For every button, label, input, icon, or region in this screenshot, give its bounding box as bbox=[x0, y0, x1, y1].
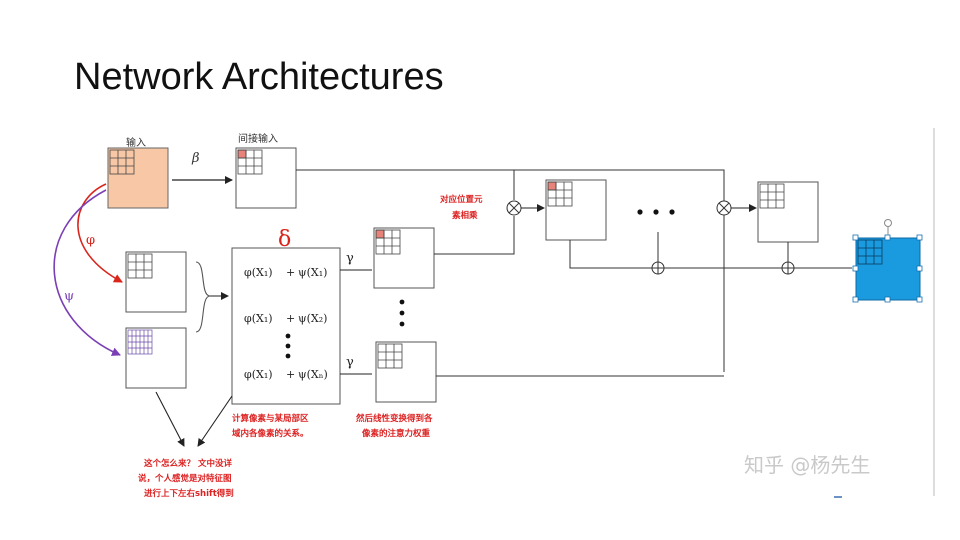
note-multiply-line2: 素相乘 bbox=[452, 210, 478, 221]
equation-dots bbox=[285, 333, 291, 359]
attention-map-1-grid bbox=[375, 229, 401, 255]
eq3-op: + bbox=[286, 368, 295, 381]
add-node-2 bbox=[781, 261, 795, 275]
delta-label: δ bbox=[278, 227, 291, 252]
weighted-maps-dots bbox=[637, 209, 675, 215]
output-selection-handles bbox=[852, 234, 923, 303]
attention-map-dots bbox=[399, 299, 405, 327]
eq1-right: ψ(X₁) bbox=[298, 266, 327, 279]
note-compute-line1: 计算像素与某局部区 bbox=[232, 413, 309, 424]
eq1-op: + bbox=[286, 266, 295, 279]
indirect-input-grid bbox=[237, 149, 263, 175]
question-arrow-right bbox=[197, 395, 233, 447]
psi-grid bbox=[127, 329, 153, 355]
note-question: 这个怎么来？ 文中没详 说，个人感觉是对特征图 进行上下左右shift得到 bbox=[138, 458, 234, 499]
note-compute: 计算像素与某局部区 域内各像素的关系。 bbox=[232, 413, 309, 439]
note-linear-line1: 然后线性变换得到各 bbox=[355, 413, 433, 424]
attention-map-n bbox=[375, 341, 437, 403]
slide-title: Network Architectures bbox=[74, 56, 444, 98]
note-question-line3: 进行上下左右shift得到 bbox=[144, 488, 234, 499]
equation-row-1: φ(X₁) + ψ(X₁) bbox=[244, 266, 327, 279]
merge-brace bbox=[195, 261, 211, 333]
note-question-line2: 说，个人感觉是对特征图 bbox=[138, 473, 232, 484]
gamma-label-bottom: γ bbox=[346, 355, 354, 370]
relation-box bbox=[231, 247, 341, 405]
eq1-left: φ(X₁) bbox=[244, 266, 273, 279]
rotate-handle bbox=[884, 219, 892, 227]
weighted-map-n bbox=[757, 181, 819, 243]
gamma-label-top: γ bbox=[346, 251, 354, 266]
equation-row-3: φ(X₁) + ψ(Xₙ) bbox=[244, 368, 328, 381]
phi-grid bbox=[127, 253, 153, 279]
equation-row-2: φ(X₁) + ψ(X₂) bbox=[244, 312, 327, 325]
weighted-map-n-grid bbox=[759, 183, 785, 209]
weighted-map-1-grid bbox=[547, 181, 573, 207]
note-linear-line2: 像素的注意力权重 bbox=[361, 428, 431, 439]
psi-arrow bbox=[53, 189, 121, 356]
output-grid bbox=[857, 239, 883, 265]
sum-line bbox=[569, 240, 852, 269]
add-node-1 bbox=[651, 261, 665, 275]
multiply-node-1 bbox=[506, 200, 522, 216]
eq3-left: φ(X₁) bbox=[244, 368, 273, 381]
phi-label: φ bbox=[86, 233, 95, 248]
input-grid bbox=[109, 149, 135, 175]
phi-feature-map bbox=[125, 251, 187, 313]
eq2-op: + bbox=[286, 312, 295, 325]
psi-feature-map bbox=[125, 327, 187, 389]
note-question-line1: 这个怎么来？ 文中没详 bbox=[144, 458, 232, 469]
input-label: 输入 bbox=[126, 136, 146, 149]
phi-arrow bbox=[77, 183, 123, 283]
attn1-to-mult bbox=[434, 216, 515, 255]
indirect-input-label: 间接输入 bbox=[238, 132, 278, 145]
beta-label: β bbox=[191, 151, 200, 166]
eq2-right: ψ(X₂) bbox=[298, 312, 327, 325]
psi-label: ψ bbox=[64, 289, 74, 304]
multiply-node-2 bbox=[716, 200, 732, 216]
note-linear: 然后线性变换得到各 像素的注意力权重 bbox=[355, 413, 433, 439]
watermark: 知乎 @杨先生 bbox=[744, 453, 870, 477]
note-multiply: 对应位置元 素相乘 bbox=[440, 194, 483, 221]
note-compute-line2: 域内各像素的关系。 bbox=[232, 428, 309, 439]
note-multiply-line1: 对应位置元 bbox=[440, 194, 483, 205]
eq3-right: ψ(Xₙ) bbox=[298, 368, 328, 381]
indirect-input-map bbox=[235, 147, 297, 209]
eq2-left: φ(X₁) bbox=[244, 312, 273, 325]
input-feature-map bbox=[107, 147, 169, 209]
attention-map-n-grid bbox=[377, 343, 403, 369]
question-arrow-left bbox=[155, 391, 185, 447]
